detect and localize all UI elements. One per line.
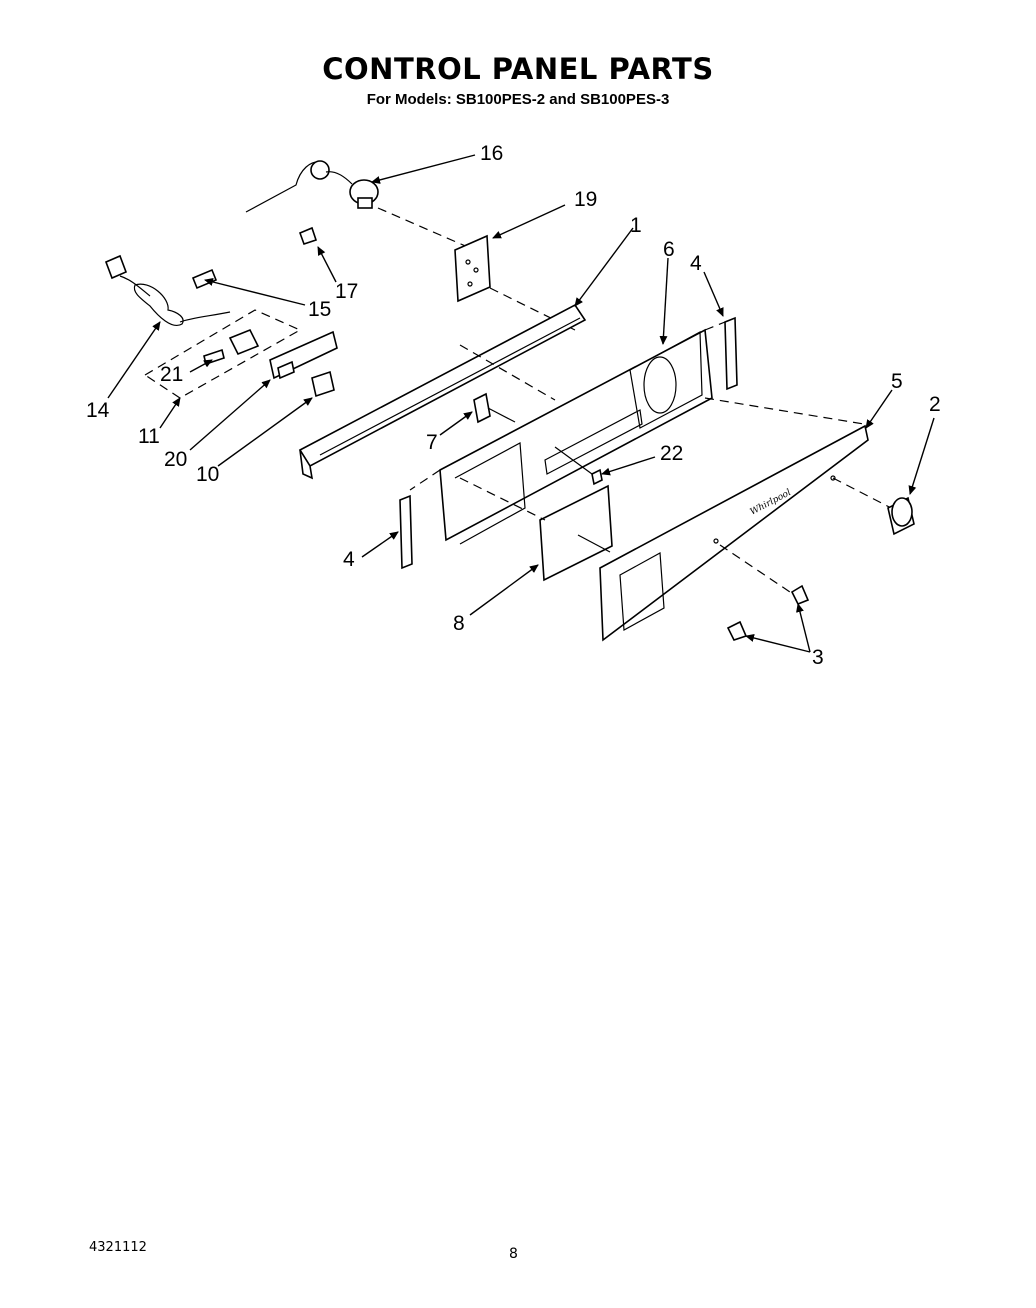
end-trim-right-part [724, 316, 738, 391]
callout-16: 16 [480, 142, 503, 165]
callout-1: 1 [630, 214, 642, 237]
switch-part [473, 392, 516, 424]
timer-motor-part [245, 160, 471, 249]
leader-lines [107, 154, 935, 653]
callout-20: 20 [164, 448, 187, 471]
model-subtitle: For Models: SB100PES-2 and SB100PES-3 [366, 91, 670, 108]
callout-19: 19 [574, 188, 597, 211]
rail-part [298, 303, 587, 480]
control-board-part [459, 477, 613, 582]
callout-7: 7 [426, 431, 438, 454]
callout-10: 10 [196, 463, 219, 486]
end-trim-left-part [399, 494, 413, 570]
callout-3: 3 [812, 646, 824, 669]
callout-14: 14 [86, 399, 110, 422]
page-number: 8 [509, 1246, 518, 1262]
callout-4-right: 4 [690, 252, 702, 275]
strain-relief-part [191, 268, 218, 290]
callout-4-left: 4 [343, 548, 355, 571]
callout-17: 17 [335, 280, 358, 303]
switch-assembly-group [143, 309, 338, 399]
bracket-plate-part [454, 234, 576, 331]
callout-5: 5 [891, 370, 903, 393]
callout-21: 21 [160, 363, 183, 386]
button-caps-part [726, 584, 810, 641]
callout-8: 8 [453, 612, 465, 635]
clip-part [298, 226, 318, 246]
callout-11: 11 [138, 425, 160, 448]
fastener-part [554, 446, 603, 486]
console-frame-part [409, 321, 726, 545]
callout-6: 6 [663, 238, 675, 261]
callout-2: 2 [929, 393, 941, 416]
document-number: 4321112 [89, 1240, 147, 1255]
knob-part [887, 496, 915, 536]
callout-22: 22 [660, 442, 683, 465]
front-panel-part: Whirlpool [599, 397, 896, 642]
power-cord-part [104, 254, 231, 326]
page-title: CONTROL PANEL PARTS [322, 52, 714, 86]
callout-15: 15 [308, 298, 331, 321]
